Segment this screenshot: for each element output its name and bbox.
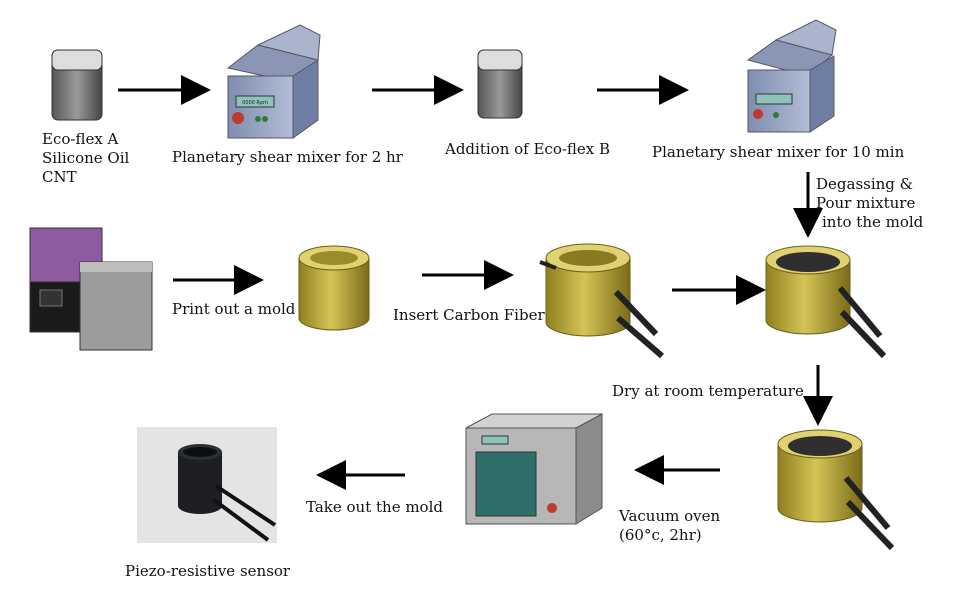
mix-2hr-label: Planetary shear mixer for 2 hr xyxy=(172,148,403,166)
print-mold-label: Print out a mold xyxy=(172,300,296,318)
3d-printer-icon xyxy=(29,227,153,351)
filled-mold-icon xyxy=(765,245,887,359)
ingredients-label: Eco-flex A Silicone Oil CNT xyxy=(42,130,130,186)
insert-carbon-fiber-label: Insert Carbon Fiber xyxy=(393,306,545,324)
mold-icon xyxy=(298,245,370,331)
jar-icon xyxy=(51,49,103,121)
degas-label: Degassing & Pour mixture into the mold xyxy=(816,175,924,231)
mixer-panel-text: 0000 Rpm xyxy=(242,100,268,106)
planetary-mixer-icon xyxy=(746,19,837,133)
mix-10min-label: Planetary shear mixer for 10 min xyxy=(652,143,905,161)
jar-icon xyxy=(477,49,523,119)
add-ecoflex-b-label: Addition of Eco-flex B xyxy=(445,140,611,158)
planetary-mixer-icon xyxy=(226,24,321,139)
filled-mold-icon xyxy=(777,429,895,551)
sensor-photo xyxy=(137,427,277,543)
take-out-mold-label: Take out the mold xyxy=(306,498,443,516)
dry-label: Dry at room temperature xyxy=(612,382,804,400)
mold-with-carbon-fiber-icon xyxy=(539,243,664,359)
vacuum-oven-label: Vacuum oven (60°c, 2hr) xyxy=(619,507,721,544)
vacuum-oven-icon xyxy=(465,413,603,525)
sensor-label: Piezo-resistive sensor xyxy=(125,562,291,580)
